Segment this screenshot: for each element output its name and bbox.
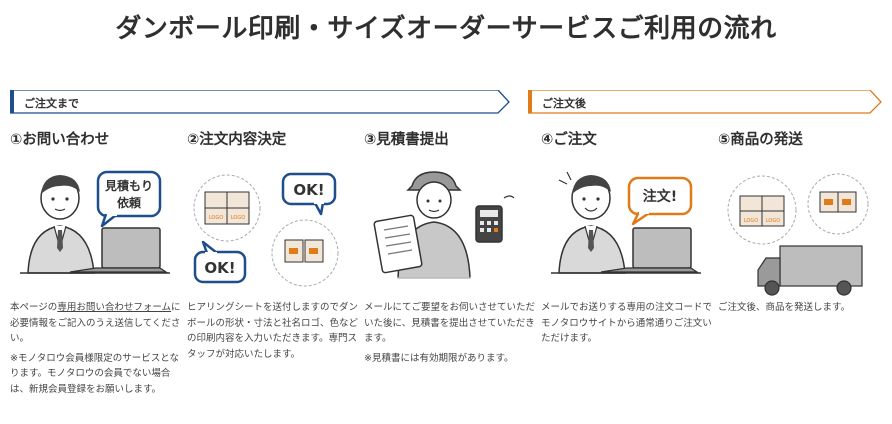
- person-at-laptop-illustration: 見積もり 依頼: [10, 168, 180, 308]
- text-suffix: に必要情報をご記入のうえ送信してください。: [10, 302, 181, 344]
- step-title: ③見積書提出: [364, 132, 449, 148]
- step-description: メールにてご要望をお伺いさせていただいた後に、見積書を提出させていただきます。 …: [364, 300, 536, 370]
- text-prefix: 本ページの: [10, 302, 58, 313]
- ok-bubble-text-bottom: OK!: [204, 259, 235, 277]
- phase-label: ご注文まで: [24, 97, 79, 110]
- member-note: ※モノタロウ会員様限定のサービスとなります。モノタロウの会員でない場合は、新規会…: [10, 352, 179, 395]
- ok-bubble-text-top: OK!: [293, 181, 324, 199]
- step-description: メールでお送りする専用の注文コードでモノタロウサイトから通常通りご注文いただけま…: [541, 300, 713, 351]
- logo-label: LOGO: [209, 215, 223, 221]
- step-title: ①お問い合わせ: [10, 132, 110, 148]
- step-inquiry: ①お問い合わせ 見積もり 依頼 本ページの専用お問い合わせフォームに必要情報をご…: [10, 128, 181, 395]
- hearing-sheet-text: ヒアリングシートを送付しますのでダンボールの形状・寸法と社名ロゴ、色などの印刷内…: [187, 302, 359, 360]
- logo-label: LOGO: [744, 218, 758, 224]
- step-title: ②注文内容決定: [187, 132, 287, 148]
- step-description: ご注文後、商品を発送します。: [718, 300, 890, 320]
- logo-label: LOGO: [766, 218, 780, 224]
- inquiry-form-link[interactable]: 専用お問い合わせフォーム: [57, 302, 172, 313]
- person-ordering-illustration: 注文!: [541, 168, 711, 308]
- order-bubble-text: 注文!: [643, 188, 677, 205]
- step-description: 本ページの専用お問い合わせフォームに必要情報をご記入のうえ送信してください。 ※…: [10, 300, 182, 401]
- step-title: ④ご注文: [541, 132, 597, 148]
- bubble-text-line1: 見積もり: [104, 178, 153, 193]
- order-code-text: メールでお送りする専用の注文コードでモノタロウサイトから通常通りご注文いただけま…: [541, 302, 713, 344]
- staff-with-documents-illustration: [364, 168, 534, 308]
- step-shipping: ⑤商品の発送 LOGO LOGO ご注文後、商品を発送します。: [718, 128, 888, 313]
- step-description: ヒアリングシートを送付しますのでダンボールの形状・寸法と社名ロゴ、色などの印刷内…: [187, 300, 359, 366]
- phase-banner-before-order: ご注文まで: [10, 90, 510, 114]
- page-title: ダンボール印刷・サイズオーダーサービスご利用の流れ: [115, 14, 777, 44]
- estimate-text: メールにてご要望をお伺いさせていただいた後に、見積書を提出させていただきます。: [364, 302, 536, 344]
- bubble-text-line2: 依頼: [117, 195, 142, 210]
- shipping-text: ご注文後、商品を発送します。: [718, 302, 851, 313]
- phase-banner-after-order: ご注文後: [528, 90, 882, 114]
- step-estimate: ③見積書提出 メールにてご要望をお伺いさせていただいた後に、見積書を提出させてい…: [364, 128, 535, 364]
- step-decide-order: ②注文内容決定 LOGO LOGO OK! OK! ヒ: [187, 128, 358, 360]
- step-order: ④ご注文 注文! メールでお送りする専用の注文コードでモノタロウサイトから通常通…: [541, 128, 712, 344]
- order-content-illustration: LOGO LOGO OK! OK!: [187, 168, 357, 308]
- validity-note: ※見積書には有効期限があります。: [364, 352, 514, 364]
- logo-label: LOGO: [231, 215, 245, 221]
- delivery-truck-illustration: LOGO LOGO: [718, 168, 888, 308]
- step-title: ⑤商品の発送: [718, 132, 803, 148]
- phase-label: ご注文後: [542, 97, 586, 110]
